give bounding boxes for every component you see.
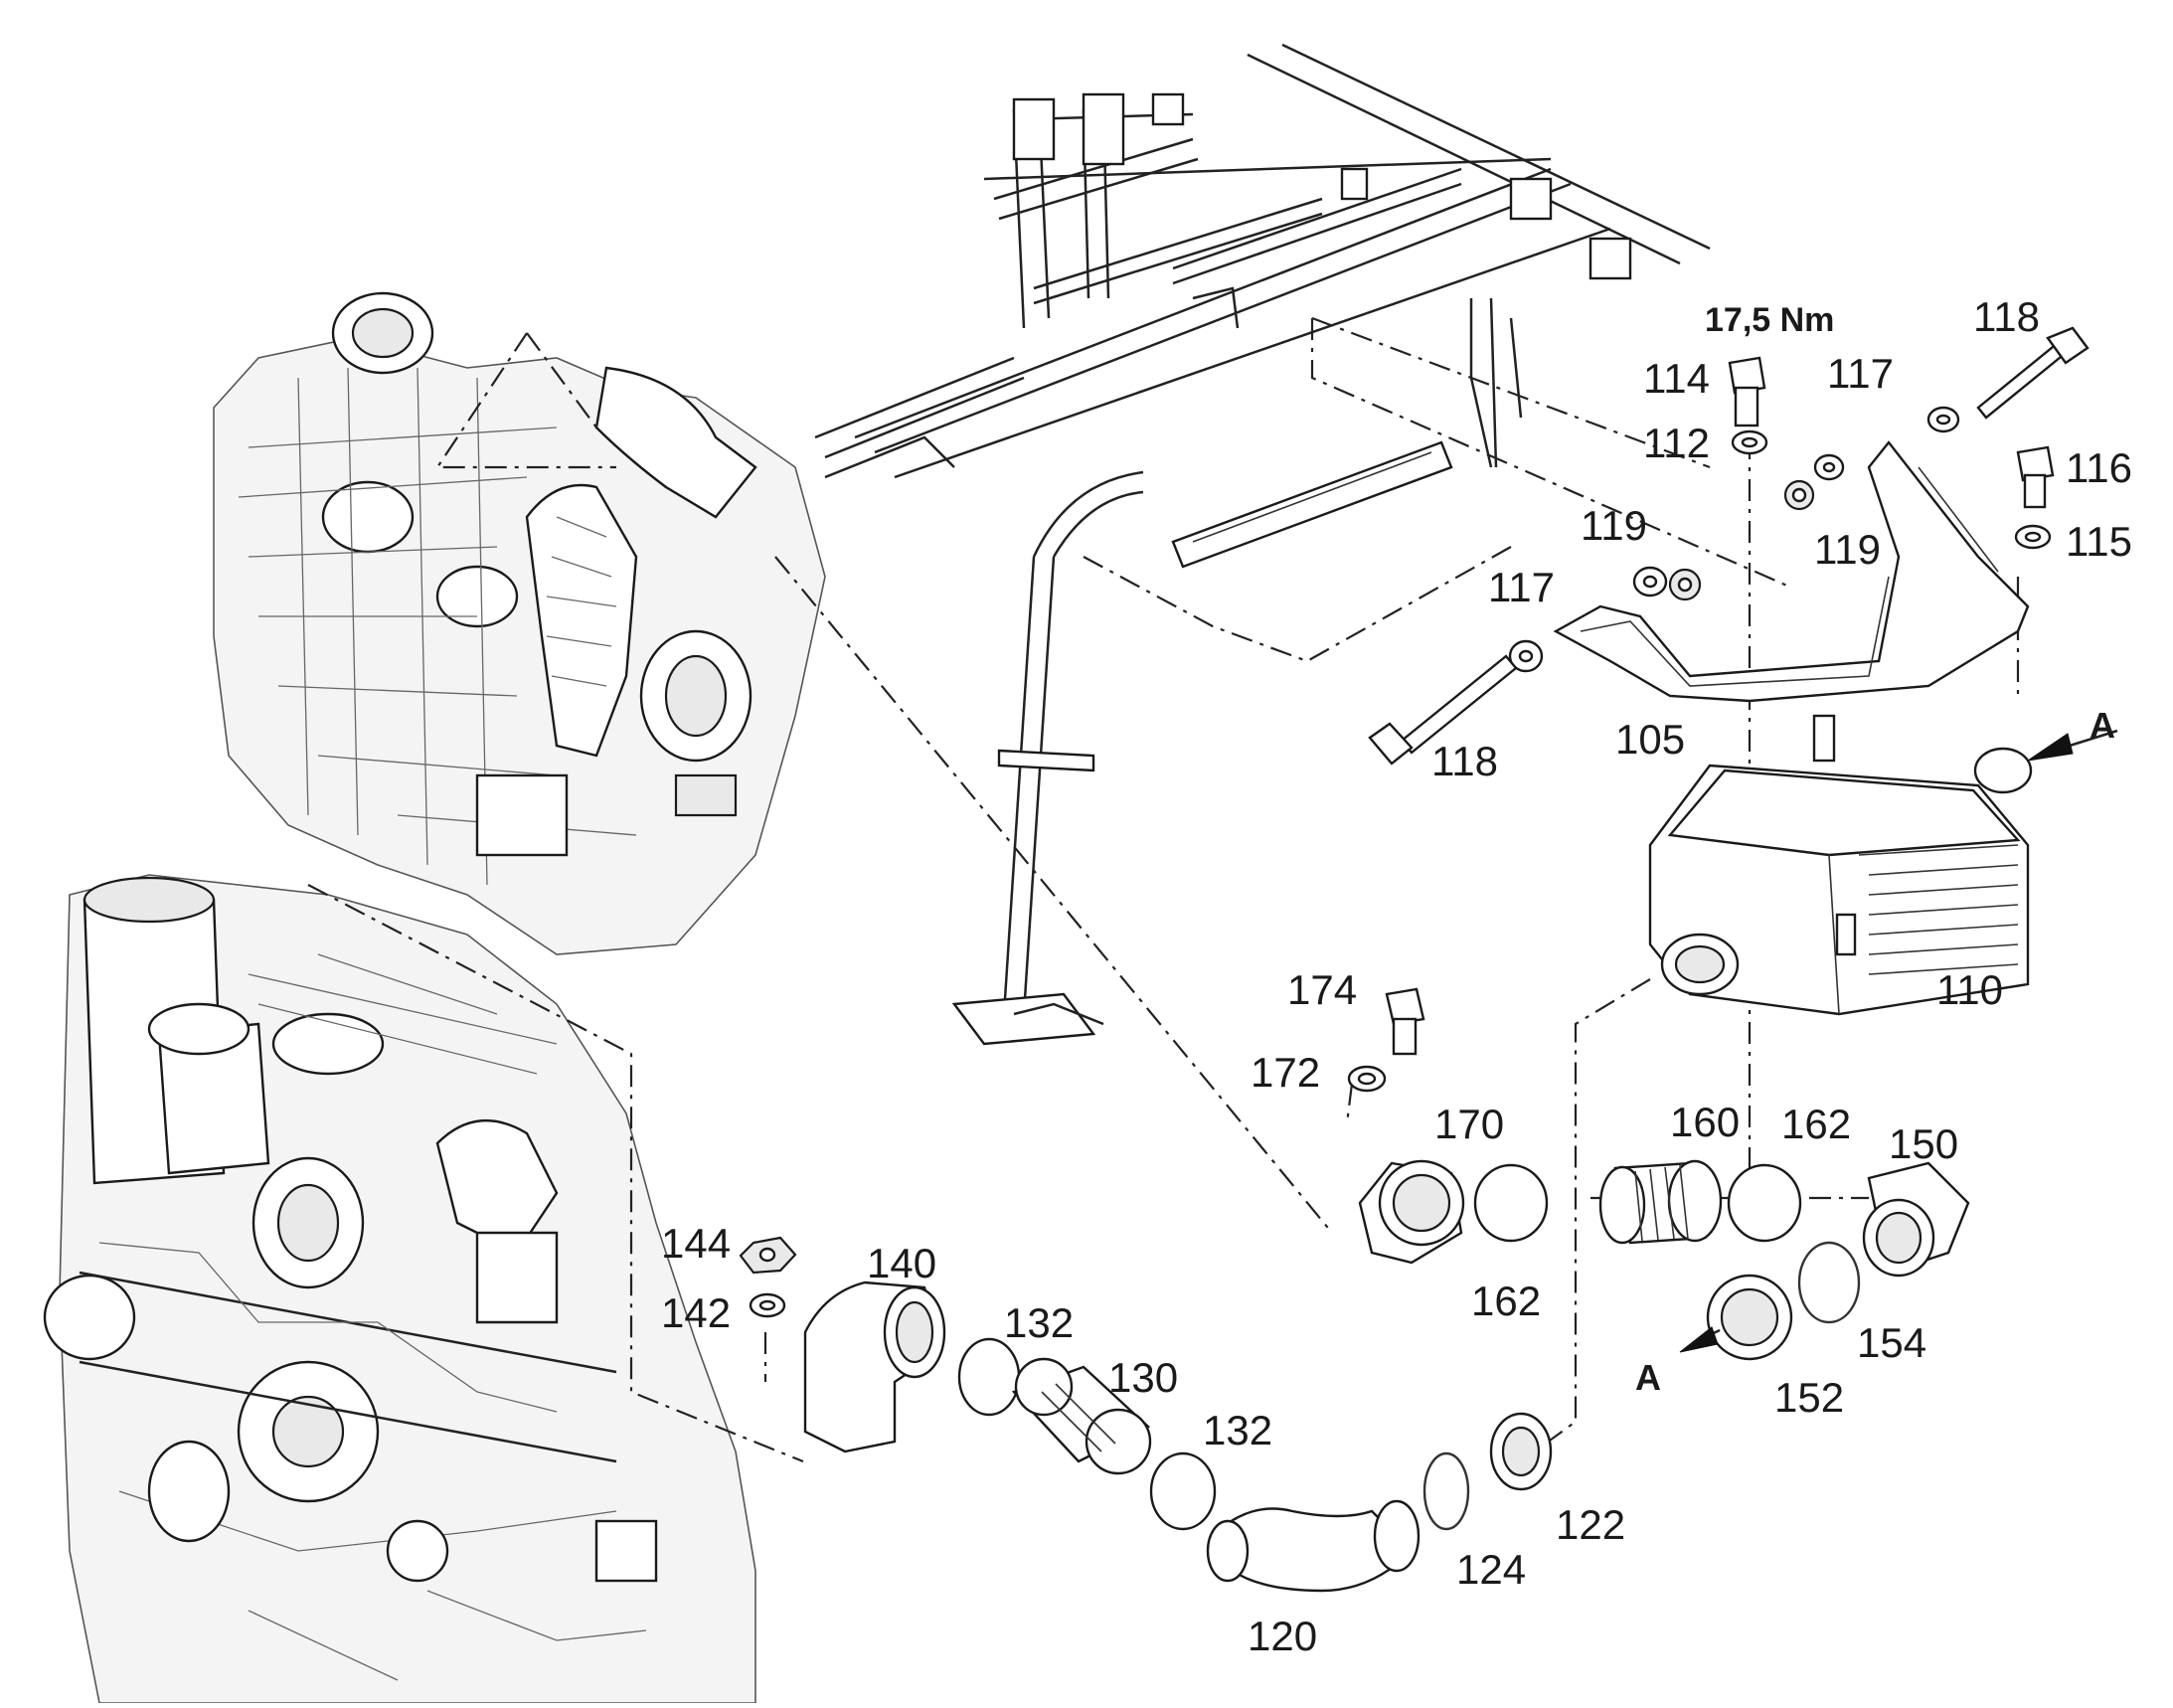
pipes-and-clamps xyxy=(803,1159,1970,1593)
callout-117: 117 xyxy=(1827,350,1894,397)
engine-side-view xyxy=(43,874,756,1704)
callout-152: 152 xyxy=(1774,1374,1845,1421)
callout-124: 124 xyxy=(1456,1546,1527,1593)
callout-116: 116 xyxy=(2066,444,2132,491)
leader-lines xyxy=(307,316,2020,1463)
callout-144: 144 xyxy=(661,1220,732,1267)
callout-114: 114 xyxy=(1643,355,1710,402)
intercooler-110 xyxy=(1648,714,2033,1016)
callout-view-a: A xyxy=(1635,1357,1661,1398)
callout-110: 110 xyxy=(1936,966,2003,1013)
callout-154: 154 xyxy=(1857,1319,1927,1366)
callout-118: 118 xyxy=(1973,293,2040,340)
torque-note: 17,5 Nm xyxy=(1705,301,1835,339)
chassis-frame xyxy=(814,43,1711,1046)
engine-top-view xyxy=(213,291,826,955)
callout-174: 174 xyxy=(1287,966,1358,1013)
callout-150: 150 xyxy=(1889,1120,1959,1167)
callout-view-a: A xyxy=(2089,705,2115,746)
callout-119: 119 xyxy=(1814,526,1881,573)
fasteners xyxy=(739,326,2089,1318)
callout-160: 160 xyxy=(1670,1099,1741,1145)
callout-120: 120 xyxy=(1248,1613,1318,1659)
callout-172: 172 xyxy=(1251,1049,1321,1096)
callout-115: 115 xyxy=(2066,518,2132,565)
callout-105: 105 xyxy=(1615,716,1686,763)
callout-112: 112 xyxy=(1643,420,1710,466)
callout-119: 119 xyxy=(1581,502,1647,549)
callout-132: 132 xyxy=(1004,1299,1075,1346)
callout-140: 140 xyxy=(867,1240,937,1286)
callout-170: 170 xyxy=(1434,1101,1505,1147)
callout-122: 122 xyxy=(1556,1501,1626,1548)
callout-117: 117 xyxy=(1488,564,1555,610)
callout-132: 132 xyxy=(1203,1407,1273,1453)
callout-142: 142 xyxy=(661,1289,732,1336)
callout-118: 118 xyxy=(1431,738,1498,784)
callout-162: 162 xyxy=(1471,1278,1542,1324)
callout-162: 162 xyxy=(1781,1101,1852,1147)
bracket-105 xyxy=(1553,440,2030,703)
view-arrows xyxy=(1679,729,2118,1353)
callout-130: 130 xyxy=(1108,1354,1179,1401)
